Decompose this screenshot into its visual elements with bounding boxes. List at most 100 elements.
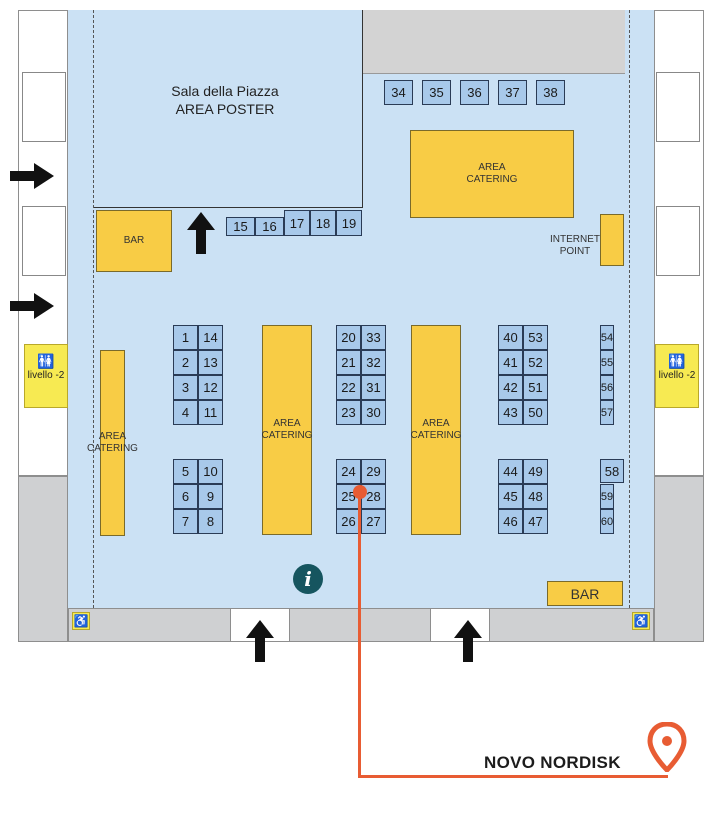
booth-56[interactable]: 56 xyxy=(600,375,614,400)
booth-47[interactable]: 47 xyxy=(523,509,548,534)
booth-41[interactable]: 41 xyxy=(498,350,523,375)
booth-54[interactable]: 54 xyxy=(600,325,614,350)
left-wall-lower xyxy=(18,476,68,642)
dashed-line-left xyxy=(93,10,94,608)
booth-20[interactable]: 20 xyxy=(336,325,361,350)
booth-58[interactable]: 58 xyxy=(600,459,624,483)
company-name: NOVO NORDISK xyxy=(484,753,621,772)
wheelchair-icon: ♿ xyxy=(72,612,90,630)
right-wall-lower xyxy=(654,476,704,642)
info-icon[interactable]: i xyxy=(293,564,323,594)
booth-19[interactable]: 19 xyxy=(336,210,362,236)
poster-room[interactable] xyxy=(93,10,363,208)
booth-6[interactable]: 6 xyxy=(173,484,198,509)
right-stair-block-1 xyxy=(656,72,700,142)
booth-16[interactable]: 16 xyxy=(255,217,284,236)
route-line-vertical xyxy=(358,492,361,778)
booth-59[interactable]: 59 xyxy=(600,484,614,509)
area-catering-mid1[interactable]: AREA CATERING xyxy=(262,325,312,535)
booth-5[interactable]: 5 xyxy=(173,459,198,484)
booth-55[interactable]: 55 xyxy=(600,350,614,375)
booth-32[interactable]: 32 xyxy=(361,350,386,375)
top-right-block xyxy=(363,10,625,74)
booth-35[interactable]: 35 xyxy=(422,80,451,105)
booth-49[interactable]: 49 xyxy=(523,459,548,484)
bar-bottom-right[interactable]: BAR xyxy=(547,581,623,606)
right-stair-block-2 xyxy=(656,206,700,276)
area-catering-top[interactable]: AREA CATERING xyxy=(410,130,574,218)
booth-34[interactable]: 34 xyxy=(384,80,413,105)
dashed-line-right xyxy=(629,10,630,608)
arrow-icon xyxy=(454,620,482,662)
route-line-horizontal xyxy=(358,775,668,778)
booth-51[interactable]: 51 xyxy=(523,375,548,400)
toilet-icon: 🚻 xyxy=(37,353,55,369)
wheelchair-icon: ♿ xyxy=(632,612,650,630)
poster-room-title-line2: AREA POSTER xyxy=(175,101,275,117)
booth-9[interactable]: 9 xyxy=(198,484,223,509)
booth-22[interactable]: 22 xyxy=(336,375,361,400)
booth-33[interactable]: 33 xyxy=(361,325,386,350)
booth-45[interactable]: 45 xyxy=(498,484,523,509)
booth-40[interactable]: 40 xyxy=(498,325,523,350)
location-pin-icon xyxy=(647,722,687,772)
booth-42[interactable]: 42 xyxy=(498,375,523,400)
booth-4[interactable]: 4 xyxy=(173,400,198,425)
area-catering-left-label: AREA CATERING xyxy=(87,431,138,454)
booth-46[interactable]: 46 xyxy=(498,509,523,534)
area-catering-top-label: AREA CATERING xyxy=(466,162,518,185)
booth-23[interactable]: 23 xyxy=(336,400,361,425)
poster-room-title: Sala della Piazza AREA POSTER xyxy=(140,83,310,117)
area-catering-mid2-label: AREA CATERING xyxy=(410,418,462,441)
bar-top-left-label: BAR xyxy=(123,235,145,246)
booth-17[interactable]: 17 xyxy=(284,210,310,236)
booth-8[interactable]: 8 xyxy=(198,509,223,534)
booth-24[interactable]: 24 xyxy=(336,459,361,484)
booth-15[interactable]: 15 xyxy=(226,217,255,236)
booth-31[interactable]: 31 xyxy=(361,375,386,400)
arrow-icon xyxy=(10,293,54,319)
internet-point-label: INTERNET POINT xyxy=(550,234,600,257)
left-stair-block-1 xyxy=(22,72,66,142)
booth-50[interactable]: 50 xyxy=(523,400,548,425)
booth-27[interactable]: 27 xyxy=(361,509,386,534)
booth-14[interactable]: 14 xyxy=(198,325,223,350)
booth-60[interactable]: 60 xyxy=(600,509,614,534)
poster-room-title-line1: Sala della Piazza xyxy=(171,83,279,99)
booth-13[interactable]: 13 xyxy=(198,350,223,375)
level-right-label: livello -2 xyxy=(658,370,696,381)
bottom-wall xyxy=(68,608,654,642)
booth-43[interactable]: 43 xyxy=(498,400,523,425)
level-left-label: livello -2 xyxy=(27,370,65,381)
booth-3[interactable]: 3 xyxy=(173,375,198,400)
bar-top-left[interactable]: BAR xyxy=(96,210,172,272)
arrow-icon xyxy=(10,163,54,189)
booth-29[interactable]: 29 xyxy=(361,459,386,484)
booth-53[interactable]: 53 xyxy=(523,325,548,350)
level-badge-right: 🚻 livello -2 xyxy=(655,344,699,408)
booth-44[interactable]: 44 xyxy=(498,459,523,484)
booth-57[interactable]: 57 xyxy=(600,400,614,425)
booth-7[interactable]: 7 xyxy=(173,509,198,534)
area-catering-mid2[interactable]: AREA CATERING xyxy=(411,325,461,535)
booth-36[interactable]: 36 xyxy=(460,80,489,105)
arrow-icon xyxy=(187,212,215,254)
internet-point-desk[interactable] xyxy=(600,214,624,266)
bar-bottom-right-label: BAR xyxy=(570,585,600,602)
booth-30[interactable]: 30 xyxy=(361,400,386,425)
booth-21[interactable]: 21 xyxy=(336,350,361,375)
left-stair-block-2 xyxy=(22,206,66,276)
booth-11[interactable]: 11 xyxy=(198,400,223,425)
booth-10[interactable]: 10 xyxy=(198,459,223,484)
level-badge-left: 🚻 livello -2 xyxy=(24,344,68,408)
booth-18[interactable]: 18 xyxy=(310,210,336,236)
booth-48[interactable]: 48 xyxy=(523,484,548,509)
booth-38[interactable]: 38 xyxy=(536,80,565,105)
booth-12[interactable]: 12 xyxy=(198,375,223,400)
booth-2[interactable]: 2 xyxy=(173,350,198,375)
booth-52[interactable]: 52 xyxy=(523,350,548,375)
booth-37[interactable]: 37 xyxy=(498,80,527,105)
booth-1[interactable]: 1 xyxy=(173,325,198,350)
area-catering-left[interactable]: AREA CATERING xyxy=(87,350,138,536)
toilet-icon: 🚻 xyxy=(668,353,686,369)
